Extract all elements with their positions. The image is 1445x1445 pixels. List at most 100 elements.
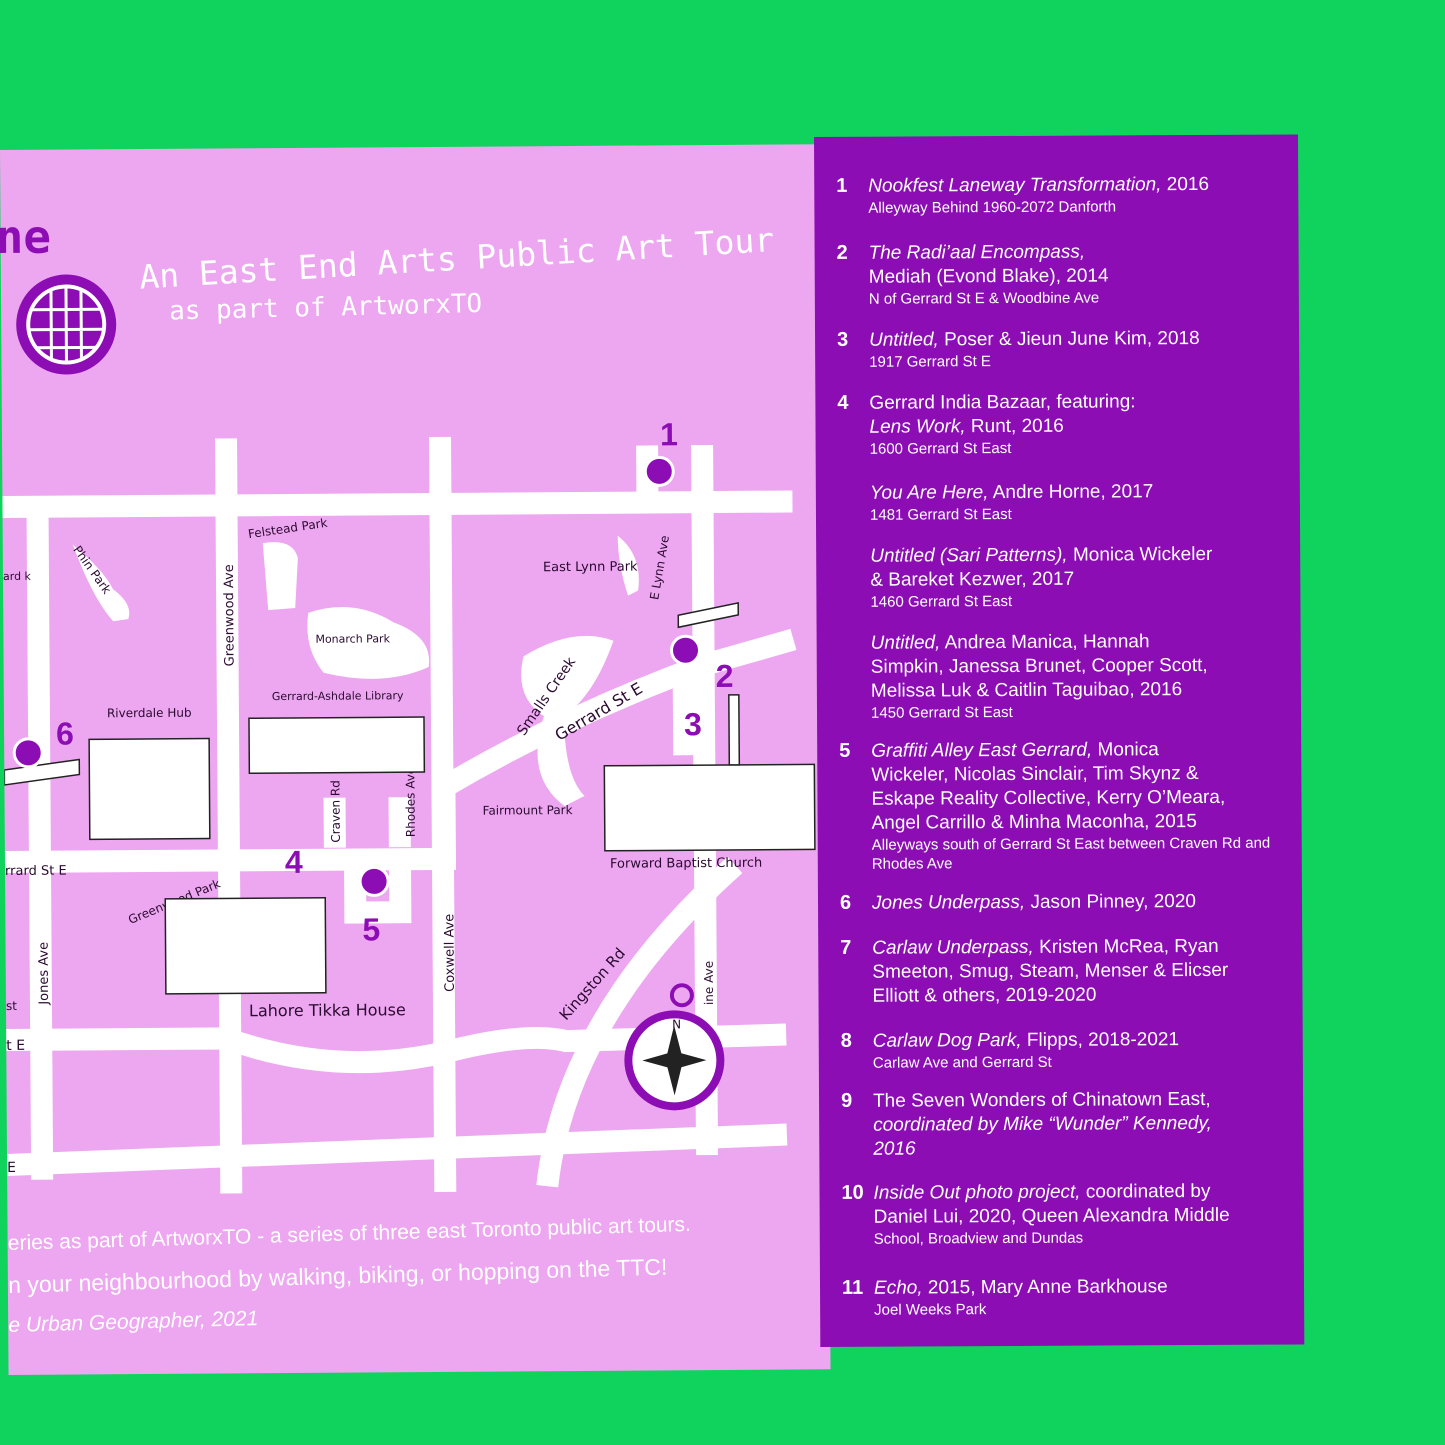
entry-number: 4 [837,391,849,414]
svg-text:5: 5 [362,911,380,947]
artwork-address: N of Gerrard St E & Woodbine Ave [868,289,1100,308]
artwork-address: 1917 Gerrard St E [869,353,991,371]
riverdale-hub-drawing [88,737,211,841]
marker-5[interactable]: 5 [358,865,390,947]
artwork-title: Jones Underpass, [871,891,1026,914]
street-label: ine Ave [702,961,716,1005]
marker-2[interactable]: 2 [670,634,734,694]
artwork-title: The Radi’aal Encompass, [868,241,1086,264]
place-label: Gerrard-Ashdale Library [272,689,404,703]
artwork-credit: Poser & Jieun June Kim, 2018 [938,327,1200,351]
map-panel: forth Ave Greenwood Ave Gerrard St E rra… [0,144,831,1375]
place-label: Forward Baptist Church [610,856,762,872]
artwork-title: You Are Here, [869,482,989,504]
entry-number: 8 [840,1029,852,1052]
artwork-address: School, Broadview and Dundas [873,1229,1084,1248]
street-label: Greenwood Ave [222,564,238,666]
marker-3[interactable]: 3 [684,706,702,742]
artwork-credit: Angel Carrillo & Minha Maconha, 2015 [871,811,1197,834]
artwork-title: Untitled, [869,329,939,351]
artwork-address: 1481 Gerrard St East [869,505,1012,524]
artwork-title: Graffiti Alley East Gerrard, [871,739,1093,762]
artwork-credit: Smeeton, Smug, Steam, Menser & Elicser [872,959,1229,983]
place-label: East Lynn Park [543,560,638,576]
artwork-credit: Kristen McRea, Ryan [1033,935,1219,958]
artwork-address: Carlaw Ave and Gerrard St [872,1053,1052,1072]
marker-4[interactable]: 4 [285,844,303,880]
entry-number: 10 [841,1181,864,1204]
artwork-credit: The Seven Wonders of Chinatown East, [872,1088,1211,1112]
marker-1[interactable]: 1 [643,416,678,487]
artwork-credit: Elliott & others, 2019-2020 [872,984,1097,1007]
artwork-entry: Untitled (Sari Patterns), Monica Wickele… [838,542,1294,631]
artwork-credit: Andre Horne, 2017 [988,481,1154,504]
artwork-title: Untitled (Sari Patterns), [870,544,1068,567]
street-label: Coxwell Ave [442,914,458,992]
place-label: Fairmount Park [483,803,573,818]
artwork-title: 2016 [873,1138,916,1160]
artwork-entry: 3 Untitled, Poser & Jieun June Kim, 2018 1… [837,326,1293,391]
logo-fragment: ne [0,209,52,265]
road-greenwood [215,438,243,1194]
street-label: Craven Rd [328,780,342,843]
artwork-credit: 2015, Mary Anne Barkhouse [922,1276,1168,1299]
artwork-credit: Wickeler, Nicolas Sinclair, Tim Skynz & [871,762,1199,786]
road-kingston [536,856,743,1188]
street-label: Rhodes Ave [403,767,417,837]
place-label: ard k [3,570,32,583]
globe-logo-icon [16,274,117,375]
entry-number: 2 [836,241,848,264]
artwork-credit: Melissa Luk & Caitlin Taguibao, 2016 [870,679,1183,702]
svg-text:1: 1 [660,416,678,452]
street-label: E Lynn Ave [647,534,672,601]
artwork-credit: Simpkin, Janessa Brunet, Cooper Scott, [870,654,1208,678]
artwork-title: Inside Out photo project, [873,1181,1081,1204]
artwork-entry: 4 Gerrard India Bazaar, featuring:Lens Wo… [837,389,1293,481]
restaurant-drawing [164,896,327,995]
artwork-credit: coordinated by [1080,1180,1211,1203]
artwork-title: Untitled, [870,632,941,654]
map: forth Ave Greenwood Ave Gerrard St E rra… [2,274,816,1194]
street-label: st [6,999,17,1013]
artwork-credit: 2016 [1161,173,1210,196]
entry-number: 5 [839,739,851,762]
entry-number: 3 [837,328,849,351]
street-label: t E [6,1038,25,1054]
place-label: Lahore Tikka House [249,1000,406,1020]
artwork-title: Echo, [873,1277,923,1299]
artwork-credit: Daniel Lui, 2020, Queen Alexandra Middle [873,1204,1230,1228]
artwork-credit: Jason Pinney, 2020 [1025,891,1197,913]
road-danforth [2,490,793,518]
artwork-credit: Gerrard India Bazaar, featuring: [869,391,1136,414]
entry-number: 1 [836,174,848,197]
artwork-title: Carlaw Underpass, [872,936,1034,959]
compass-icon: N [624,983,725,1111]
marker-6[interactable]: 6 [12,715,74,769]
artwork-entry: 10 Inside Out photo project, coordinated … [841,1179,1297,1276]
entry-number: 9 [840,1089,853,1112]
building-illustrations [3,601,816,995]
artwork-title: Nookfest Laneway Transformation, [868,174,1162,197]
artwork-credit: Monica [1092,739,1159,761]
place-label: Riverdale Hub [107,706,192,721]
artwork-credit: Monica Wickeler [1067,543,1213,566]
place-label: Monarch Park [315,632,390,646]
svg-text:6: 6 [56,715,74,751]
artwork-credit: Flipps, 2018-2021 [1021,1029,1180,1051]
church-drawing [603,763,816,852]
entry-number: 7 [840,936,852,959]
artwork-credit: & Bareket Kezwer, 2017 [870,568,1075,591]
svg-text:2: 2 [716,658,734,694]
artwork-credit: Runt, 2016 [965,415,1064,438]
street-label: forth Ave [2,495,121,521]
entry-number: 11 [841,1276,864,1299]
artwork-title: Lens Work, [869,416,966,438]
artwork-address: 1450 Gerrard St East [870,703,1013,722]
